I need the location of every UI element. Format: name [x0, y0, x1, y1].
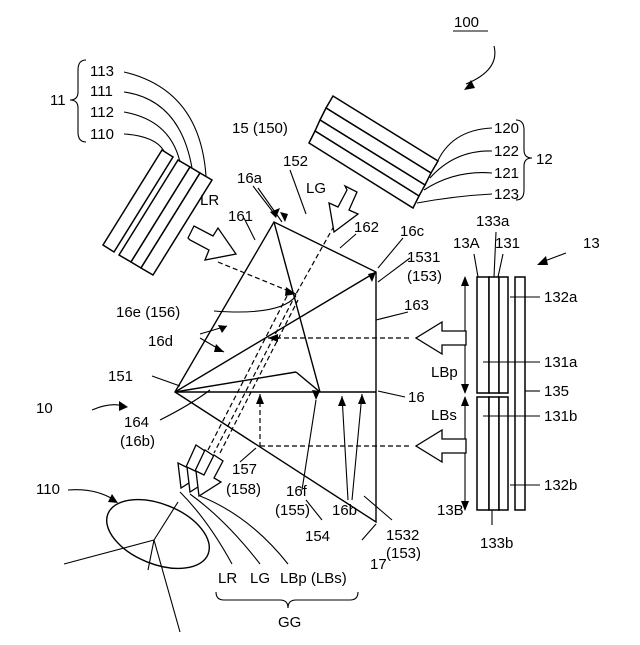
label-LR: LR — [200, 192, 219, 209]
label-155: (155) — [275, 502, 310, 519]
label-164: 164 — [124, 414, 149, 431]
label-110b: 110 — [36, 481, 60, 498]
label-162: 162 — [354, 219, 379, 236]
label-113: 113 — [90, 63, 114, 80]
label-120: 120 — [494, 120, 519, 137]
plate-132a-inner — [499, 277, 508, 393]
bottom-label-LR: LR — [218, 570, 237, 587]
gg-brace — [216, 592, 358, 608]
label-15: 15 (150) — [232, 120, 288, 137]
label-LBp: LBp — [431, 364, 458, 381]
label-13B: 13B — [437, 502, 464, 519]
bottom-label-LBp: LBp (LBs) — [280, 570, 347, 587]
plate-135 — [515, 277, 525, 510]
label-111: 111 — [90, 83, 113, 100]
label-17: 17 — [370, 556, 387, 573]
label-110a: 110 — [90, 126, 114, 143]
label-16: 16 — [408, 389, 425, 406]
label-163: 163 — [404, 297, 429, 314]
label-158: (158) — [226, 481, 261, 498]
label-132b: 132b — [544, 477, 577, 494]
label-13A: 13A — [453, 235, 480, 252]
label-LBs: LBs — [431, 407, 457, 424]
plate-133a — [489, 277, 499, 393]
label-132a: 132a — [544, 289, 578, 306]
label-13: 13 — [583, 235, 600, 252]
plate-131-upper — [477, 277, 489, 393]
label-131: 131 — [495, 235, 520, 252]
plate-131-lower — [477, 397, 489, 510]
figure-reference: 100 — [453, 14, 495, 90]
label-157: 157 — [232, 461, 257, 478]
target-110 — [64, 486, 219, 632]
label-133b: 133b — [480, 535, 513, 552]
plate-132b-inner — [499, 397, 508, 510]
label-122: 122 — [494, 143, 519, 160]
label-154: 154 — [305, 528, 330, 545]
arrow-LBp-in — [416, 322, 466, 354]
label-152: 152 — [283, 153, 308, 170]
label-133a: 133a — [476, 213, 510, 230]
label-153a: (153) — [407, 268, 442, 285]
label-16e: 16e (156) — [116, 304, 180, 321]
label-16f: 16f — [286, 483, 308, 500]
label-12: 12 — [536, 151, 553, 168]
label-112: 112 — [90, 104, 114, 121]
label-131b: 131b — [544, 408, 577, 425]
label-131a: 131a — [544, 354, 578, 371]
label-1532: 1532 — [386, 527, 419, 544]
label-16d: 16d — [148, 333, 173, 350]
arrow-LR-in — [188, 226, 236, 260]
arrow-LBs-in — [416, 430, 466, 462]
label-121: 121 — [494, 165, 519, 182]
label-11: 11 — [50, 92, 66, 109]
label-153b: (153) — [386, 545, 421, 562]
label-1531: 1531 — [407, 249, 440, 266]
label-161: 161 — [228, 208, 253, 225]
label-123: 123 — [494, 186, 519, 203]
label-LG: LG — [306, 180, 326, 197]
label-16b-paren: (16b) — [120, 433, 155, 450]
label-135: 135 — [544, 383, 569, 400]
label-16c: 16c — [400, 223, 425, 240]
plate-133b — [489, 397, 499, 510]
bottom-label-LG: LG — [250, 570, 270, 587]
label-GG: GG — [278, 614, 301, 631]
figure-number: 100 — [454, 14, 479, 31]
label-10: 10 — [36, 400, 53, 417]
label-16b: 16b — [332, 502, 357, 519]
label-16a: 16a — [237, 170, 263, 187]
label-151: 151 — [108, 368, 133, 385]
